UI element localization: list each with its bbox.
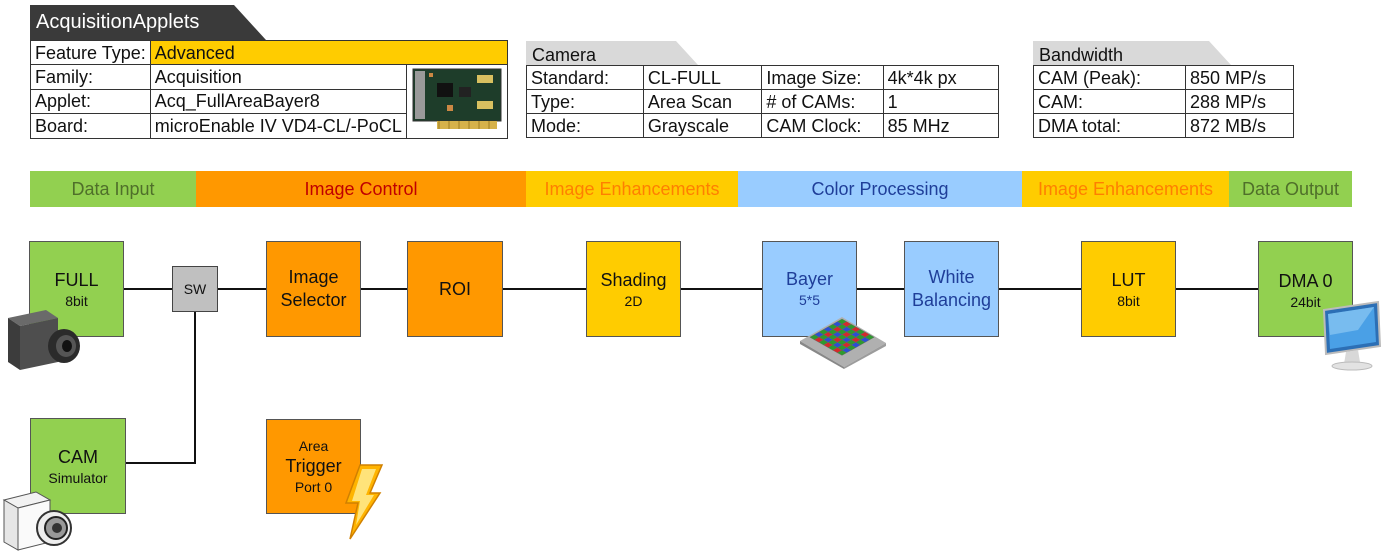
bandwidth-section-tab: Bandwidth — [1033, 41, 1231, 65]
shading-block[interactable]: Shading 2D — [586, 241, 681, 337]
camera-type-label: Type: — [526, 89, 644, 114]
bayer-pattern-icon — [800, 317, 886, 369]
board-image-cell — [405, 64, 508, 139]
simulator-camera-icon — [2, 491, 72, 551]
category-image-enhancements: Image Enhancements — [526, 171, 738, 207]
camera-standard-value: CL-FULL — [642, 65, 763, 90]
applet-value: Acq_FullAreaBayer8 — [149, 88, 407, 115]
camera-type-value: Area Scan — [642, 89, 763, 114]
connector-sim-sw — [125, 462, 196, 464]
camera-clock-label: CAM Clock: — [761, 113, 884, 138]
bandwidth-dma-value: 872 MB/s — [1185, 113, 1294, 138]
bandwidth-dma-label: DMA total: — [1033, 113, 1186, 138]
roi-block[interactable]: ROI — [407, 241, 503, 337]
camera-count-value: 1 — [882, 89, 1000, 114]
camera-table: Standard: CL-FULL Image Size: 4k*4k px T… — [526, 65, 1000, 138]
area-trigger-top: Area — [298, 438, 329, 454]
bayer-sub: 5*5 — [798, 292, 821, 308]
camera-clock-value: 85 MHz — [882, 113, 1000, 138]
connector-selector-roi — [360, 288, 407, 290]
camera-count-label: # of CAMs: — [761, 89, 884, 114]
bandwidth-table: CAM (Peak): 850 MP/s CAM: 288 MP/s DMA t… — [1033, 65, 1294, 138]
category-image-control: Image Control — [196, 171, 526, 207]
connector-sw-selector — [217, 288, 266, 290]
connector-roi-shading — [502, 288, 586, 290]
white-balancing-block[interactable]: White Balancing — [904, 241, 999, 337]
category-label: Data Output — [1241, 179, 1340, 199]
lut-sub: 8bit — [1117, 292, 1140, 309]
camera-section-title: Camera — [532, 45, 597, 65]
applet-info-table: Feature Type: Advanced Family: Acquisiti… — [30, 40, 508, 139]
connector-wb-lut — [998, 288, 1082, 290]
camera-mode-value: Grayscale — [642, 113, 763, 138]
area-trigger-block[interactable]: Area Trigger Port 0 — [266, 419, 361, 514]
cam-sim-title: CAM — [58, 446, 98, 467]
white-balancing-line1: White — [928, 267, 975, 287]
frame-grabber-board-icon — [412, 68, 502, 129]
area-trigger-title: Trigger — [285, 456, 342, 476]
connector-bayer-wb — [856, 288, 905, 290]
sw-block-title: SW — [183, 281, 207, 297]
full-block-sub: 8bit — [65, 292, 88, 309]
shading-title: Shading — [600, 269, 667, 290]
image-selector-line2: Selector — [280, 290, 347, 310]
camera-section-tab: Camera — [526, 41, 698, 65]
camera-image-size-value: 4k*4k px — [882, 65, 1000, 90]
camera-image-size-label: Image Size: — [761, 65, 884, 90]
lut-title: LUT — [1111, 269, 1146, 290]
bandwidth-cam-value: 288 MP/s — [1185, 89, 1294, 114]
board-label: Board: — [30, 113, 151, 139]
camera-icon — [8, 310, 80, 370]
feature-type-value: Advanced — [149, 40, 508, 65]
image-selector-line1: Image — [288, 267, 339, 287]
connector-full-sw — [123, 288, 172, 290]
bandwidth-cam-peak-label: CAM (Peak): — [1033, 65, 1186, 90]
connector-shading-bayer — [680, 288, 763, 290]
category-label: Data Input — [71, 179, 155, 199]
bandwidth-cam-label: CAM: — [1033, 89, 1186, 114]
dma-sub: 24bit — [1290, 294, 1321, 310]
cam-sim-sub: Simulator — [48, 469, 108, 486]
family-value: Acquisition — [149, 64, 407, 90]
sw-switch-block[interactable]: SW — [172, 266, 218, 312]
bayer-cell — [836, 349, 848, 356]
connector-sw-vertical — [194, 312, 196, 464]
camera-standard-label: Standard: — [526, 65, 644, 90]
category-label: Color Processing — [811, 179, 949, 199]
roi-title: ROI — [438, 278, 471, 299]
feature-type-label: Feature Type: — [30, 40, 151, 65]
board-value: microEnable IV VD4-CL/-PoCL — [149, 113, 407, 139]
image-selector-block[interactable]: Image Selector — [266, 241, 361, 337]
family-label: Family: — [30, 64, 151, 90]
lut-block[interactable]: LUT 8bit — [1081, 241, 1176, 337]
white-balancing-line2: Balancing — [911, 290, 992, 310]
lightning-icon — [344, 464, 384, 540]
category-label: Image Control — [304, 179, 418, 199]
monitor-icon — [1322, 300, 1382, 371]
bandwidth-section-title: Bandwidth — [1039, 45, 1124, 65]
category-data-input: Data Input — [30, 171, 196, 207]
category-label: Image Enhancements — [1037, 179, 1214, 199]
camera-mode-label: Mode: — [526, 113, 644, 138]
category-color-processing: Color Processing — [738, 171, 1022, 207]
dma-title: DMA 0 — [1278, 271, 1333, 291]
applet-title-tab: AcquisitionApplets — [30, 5, 266, 40]
applet-title: AcquisitionApplets — [36, 11, 200, 33]
area-trigger-sub: Port 0 — [294, 479, 333, 495]
category-label: Image Enhancements — [544, 179, 720, 199]
category-image-enhancements-2: Image Enhancements — [1022, 171, 1229, 207]
connector-lut-dma — [1175, 288, 1259, 290]
bandwidth-cam-peak-value: 850 MP/s — [1185, 65, 1294, 90]
bayer-title: Bayer — [785, 269, 834, 289]
applet-label: Applet: — [30, 88, 151, 115]
full-block-title: FULL — [54, 269, 99, 290]
category-data-output: Data Output — [1229, 171, 1352, 207]
shading-sub: 2D — [624, 292, 643, 309]
